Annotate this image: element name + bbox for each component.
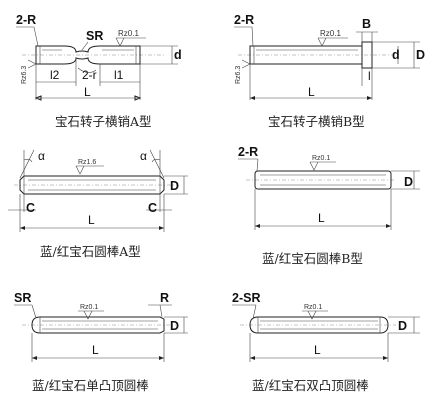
label-flange-width-b: B (362, 17, 371, 31)
label-edge-radius-e: R (160, 291, 169, 305)
label-roughness-c: Rz1.6 (78, 159, 96, 166)
label-edge-radius-a: 2-R (16, 13, 36, 27)
label-roughness-top-b: Rz0.1 (320, 29, 341, 38)
caption-rotor-pin-a: 宝石转子横销A型 (55, 114, 152, 129)
label-length-e: L (92, 343, 99, 357)
label-l1-a: l1 (114, 68, 124, 82)
label-chamfer-right-c: C (148, 201, 157, 215)
diagram-rotor-pin-a: 2-R SR Rz0.1 Rz6.3 d l2 2-r l1 L 宝石转子横销A… (16, 13, 182, 129)
label-length-b: L (308, 85, 315, 99)
caption-rod-b: 蓝/红宝石圆棒B型 (262, 251, 363, 266)
label-length-d: L (318, 211, 325, 225)
label-edge-radius-d: 2-R (238, 145, 258, 159)
label-alpha-left-c: α (38, 149, 45, 163)
label-D-b: D (416, 48, 425, 62)
caption-rod-single-dome: 蓝/红宝石单凸顶圆棒 (32, 378, 149, 393)
label-D-c: D (170, 179, 179, 193)
label-d-a: d (174, 48, 182, 62)
label-D-f: D (398, 319, 407, 333)
diagram-rod-single-dome: SR Rz0.1 R D L 蓝/红宝石单凸顶圆棒 (14, 291, 188, 393)
label-roughness-d: Rz0.1 (312, 155, 330, 162)
label-roughness-top-a: Rz0.1 (118, 29, 139, 38)
label-l-b: l (368, 69, 371, 83)
label-D-d: D (404, 175, 413, 189)
label-roughness-e: Rz0.1 (80, 304, 98, 311)
caption-rod-double-dome: 蓝/红宝石双凸顶圆棒 (252, 378, 369, 393)
caption-rod-a: 蓝/红宝石圆棒A型 (40, 244, 141, 259)
label-D-e: D (170, 319, 179, 333)
label-alpha-right-c: α (140, 149, 147, 163)
label-length-c: L (88, 213, 95, 227)
caption-rotor-pin-b: 宝石转子横销B型 (268, 114, 365, 129)
label-edge-radius-b: 2-R (234, 13, 254, 27)
label-roughness-side-a: Rz6.3 (21, 66, 28, 84)
label-spherical-radius-f: 2-SR (232, 291, 260, 305)
label-roughness-side-b: Rz6.3 (235, 66, 242, 84)
label-chamfer-left-c: C (26, 201, 35, 215)
label-neck-radius-a: 2-r (82, 68, 97, 82)
label-l2-a: l2 (50, 68, 60, 82)
diagram-rod-double-dome: 2-SR Rz0.1 D L 蓝/红宝石双凸顶圆棒 (232, 291, 420, 393)
diagram-rod-a: α Rz1.6 α D C C L 蓝/红宝石圆棒A型 (8, 149, 188, 259)
label-roughness-f: Rz0.1 (304, 304, 322, 311)
label-spherical-radius-e: SR (14, 291, 31, 305)
diagram-rotor-pin-b: 2-R B Rz0.1 Rz6.3 D d l L 宝石转子横销B型 (234, 13, 425, 129)
diagram-rod-b: 2-R Rz0.1 D L 蓝/红宝石圆棒B型 (238, 145, 420, 266)
label-d-b: d (392, 48, 400, 62)
label-spherical-radius-a: SR (86, 29, 103, 43)
label-length-f: L (314, 343, 321, 357)
label-length-a: L (84, 85, 91, 99)
